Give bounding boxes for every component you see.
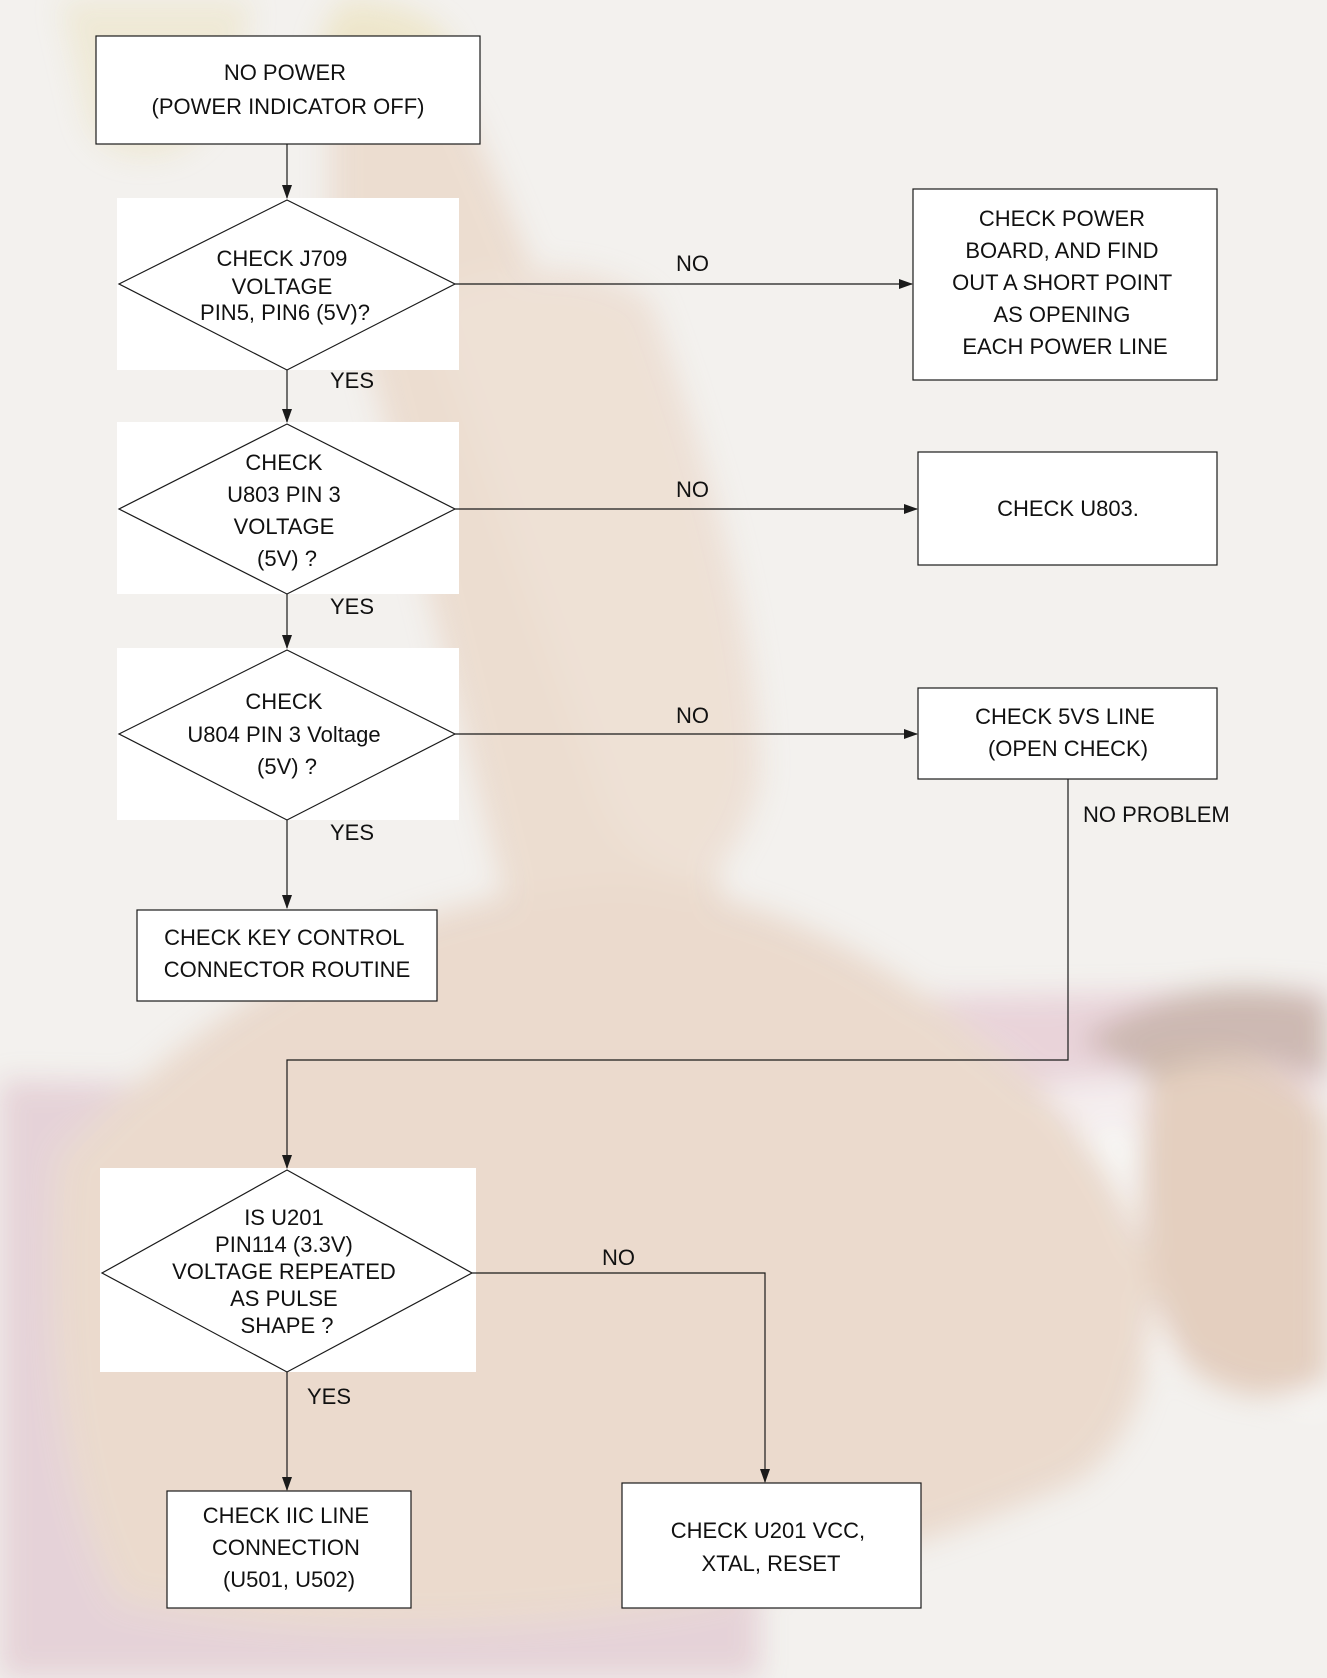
node-key-control-text: CHECK KEY CONTROL CONNECTOR ROUTINE [164,925,411,982]
decision-u803 [117,423,457,595]
node-power-board-line: OUT A SHORT POINT [952,270,1172,295]
node-power-board-line: CHECK POWER [979,206,1145,231]
decision-u201-text: IS U201 PIN114 (3.3V) VOLTAGE REPEATED A… [172,1205,402,1338]
node-start-text: NO POWER (POWER INDICATOR OFF) [152,60,425,119]
node-start-line: NO POWER [224,60,346,85]
decision-u803-line: CHECK [245,450,322,475]
decision-u201-line: VOLTAGE REPEATED [172,1259,396,1284]
node-5vs-line-line: CHECK 5VS LINE [975,704,1155,729]
label-no: NO [602,1245,635,1270]
node-u803-line: CHECK U803. [997,496,1139,521]
label-no: NO [676,251,709,276]
decision-u803-line: (5V) ? [257,546,317,571]
node-u201-check [621,1482,922,1609]
node-5vs-line [917,687,1218,780]
decision-u201-line: SHAPE ? [241,1313,334,1338]
node-key-control-line: CHECK KEY CONTROL [164,925,404,950]
node-power-board-line: AS OPENING [993,302,1130,327]
decision-j709 [117,199,457,371]
node-u201-check-text: CHECK U201 VCC, XTAL, RESET [671,1518,872,1576]
decision-u201-line: PIN114 (3.3V) [215,1232,353,1257]
label-no: NO [676,703,709,728]
decision-u201 [100,1169,474,1373]
node-power-board [912,188,1218,381]
decision-u803-line: U803 PIN 3 [227,482,341,507]
edge-u201-no [472,1272,770,1483]
node-start-line: (POWER INDICATOR OFF) [152,94,425,119]
node-iic-line-line: (U501, U502) [223,1567,355,1592]
node-key-control [136,909,438,1002]
node-iic-line-line: CHECK IIC LINE [203,1503,369,1528]
node-5vs-line-line: (OPEN CHECK) [988,736,1148,761]
decision-j709-line: PIN5, PIN6 (5V)? [200,300,370,325]
decision-u804-line: (5V) ? [257,754,317,779]
label-yes: YES [307,1384,351,1409]
decision-j709-line: CHECK J709 [217,246,348,271]
node-iic-line [166,1490,412,1609]
node-u803 [917,451,1218,566]
label-yes: YES [330,594,374,619]
decision-u803-text: CHECK U803 PIN 3 VOLTAGE (5V) ? [227,450,347,571]
bg-head [1140,1056,1327,1396]
node-iic-line-line: CONNECTION [212,1535,360,1560]
node-power-board-text: CHECK POWER BOARD, AND FIND OUT A SHORT … [952,206,1178,359]
decision-j709-text: CHECK J709 VOLTAGE PIN5, PIN6 (5V)? [200,246,370,325]
node-u201-check-line: CHECK U201 VCC, [671,1518,865,1543]
node-u201-check-line: XTAL, RESET [702,1551,841,1576]
bg-body [56,880,1152,1625]
connectors [282,144,1069,1491]
node-iic-line-text: CHECK IIC LINE CONNECTION (U501, U502) [203,1503,375,1592]
label-no: NO [676,477,709,502]
decision-u804-text: CHECK U804 PIN 3 Voltage (5V) ? [187,689,386,779]
bg-hair [1080,986,1327,1080]
decision-j709-line: VOLTAGE [232,274,333,299]
label-yes: YES [330,368,374,393]
node-power-board-line: BOARD, AND FIND [965,238,1158,263]
decision-u804-line: CHECK [245,689,322,714]
node-start [95,35,481,145]
decision-u804-line: U804 PIN 3 Voltage [187,722,380,747]
decision-u803-line: VOLTAGE [234,514,335,539]
node-u803-text: CHECK U803. [997,496,1139,521]
decision-u201-line: AS PULSE [230,1286,338,1311]
label-yes: YES [330,820,374,845]
node-key-control-line: CONNECTOR ROUTINE [164,957,411,982]
node-power-board-line: EACH POWER LINE [962,334,1167,359]
label-no-problem: NO PROBLEM [1083,802,1230,827]
decision-u804 [117,649,457,821]
edge-5vs-no-problem [282,779,1069,1169]
decision-u201-line: IS U201 [244,1205,324,1230]
node-5vs-line-text: CHECK 5VS LINE (OPEN CHECK) [975,704,1161,761]
bg-leg-lower [430,270,760,880]
